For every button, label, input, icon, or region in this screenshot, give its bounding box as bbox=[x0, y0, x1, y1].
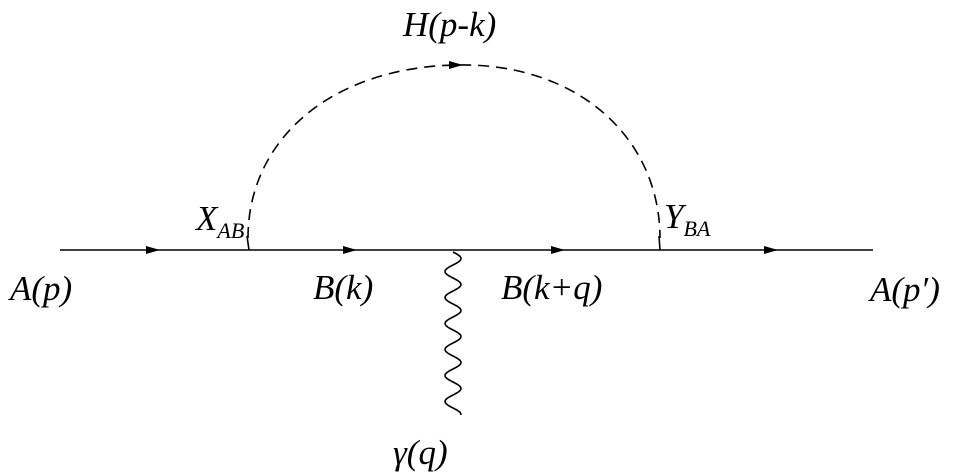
photon-label: γ(q) bbox=[393, 433, 448, 472]
arrow-icon bbox=[449, 61, 463, 69]
higgs-label: H(p-k) bbox=[402, 5, 496, 44]
higgs-propagator bbox=[247, 64, 661, 239]
internal-right-label: B(k+q) bbox=[501, 268, 602, 307]
incoming-label: A(p) bbox=[8, 269, 72, 308]
arrow-icon bbox=[764, 246, 778, 254]
vertex-tick-right bbox=[658, 235, 661, 251]
vertex-left-label: XAB bbox=[194, 199, 244, 243]
arrow-icon bbox=[343, 246, 357, 254]
outgoing-label: A(p′) bbox=[868, 270, 940, 309]
vertex-right-label: YBA bbox=[664, 197, 711, 241]
internal-left-label: B(k) bbox=[313, 268, 373, 307]
arrow-icon bbox=[146, 246, 160, 254]
photon-propagator bbox=[444, 251, 462, 415]
vertex-tick-left bbox=[246, 235, 250, 251]
arrow-icon bbox=[551, 246, 565, 254]
